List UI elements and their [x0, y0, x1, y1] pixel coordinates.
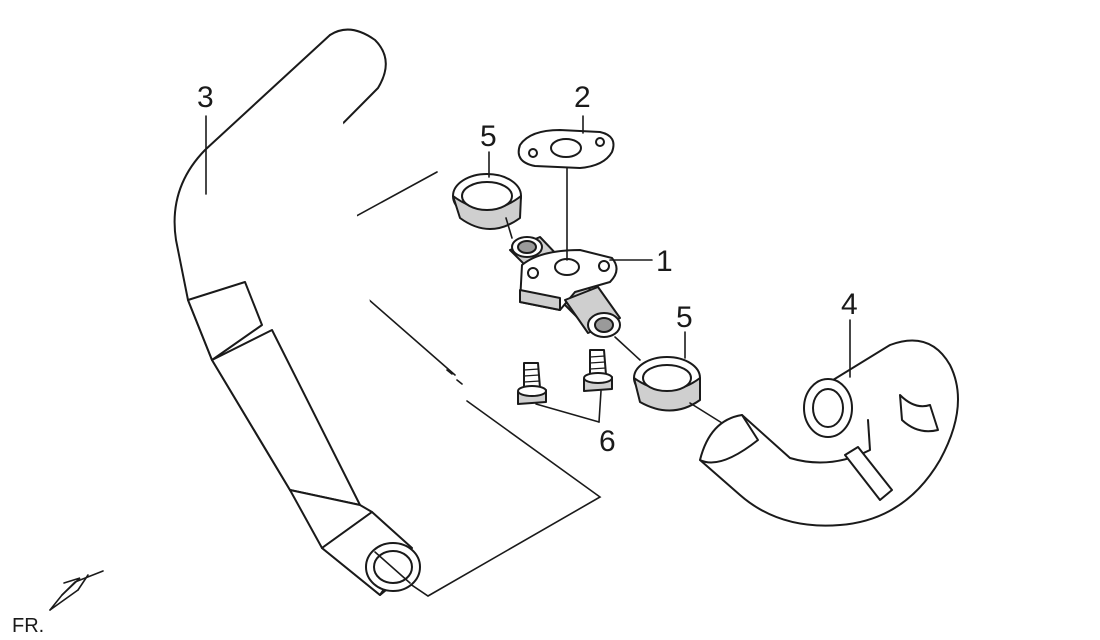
leader-lines [205, 115, 851, 423]
hose-part-4 [699, 339, 959, 527]
callout-2: 2 [574, 81, 591, 114]
callout-6: 6 [599, 425, 616, 458]
clamp-part-5-lower [633, 356, 701, 412]
bolt-part-6-right [583, 349, 613, 392]
joint-part-1 [509, 236, 621, 338]
callout-4: 4 [841, 288, 858, 321]
callout-5-upper: 5 [480, 120, 497, 153]
callout-3: 3 [197, 81, 214, 114]
clamp-part-5-upper [452, 173, 522, 230]
callout-1: 1 [656, 245, 673, 278]
front-indicator: FR. [12, 570, 104, 637]
assembly-centerline [505, 167, 723, 424]
gasket-part-2 [517, 129, 615, 169]
bolt-part-6-left [517, 362, 547, 405]
hose-part-3 [173, 28, 421, 596]
front-label: FR. [12, 615, 44, 637]
callout-5-lower: 5 [676, 301, 693, 334]
